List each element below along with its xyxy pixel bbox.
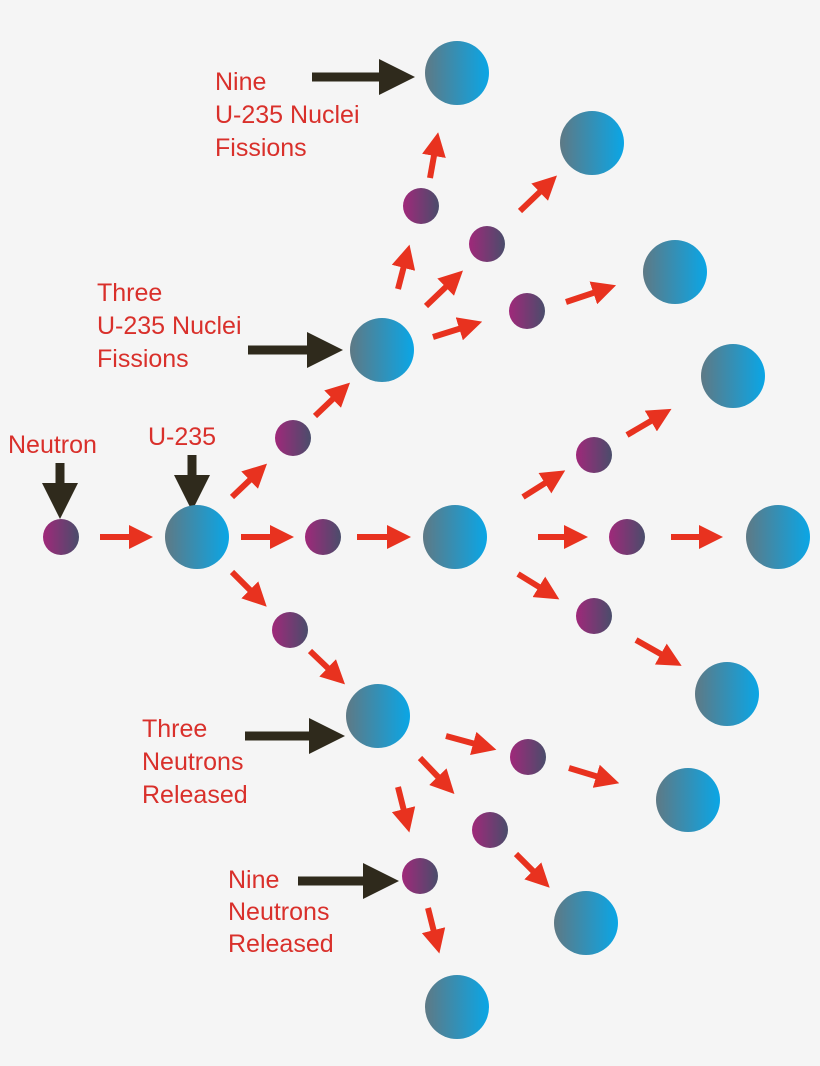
reaction-arrow <box>229 463 268 500</box>
reaction-arrow <box>423 270 463 309</box>
label-three-released-line-2: Neutrons <box>142 748 243 776</box>
reaction-arrow <box>432 317 483 341</box>
labels: Neutron U-235 Three U-235 Nuclei Fission… <box>8 68 360 958</box>
neutron <box>609 519 645 555</box>
nuclei <box>165 41 810 1039</box>
neutron <box>469 226 505 262</box>
reaction-arrow <box>421 907 446 954</box>
reaction-arrow <box>417 755 455 795</box>
neutron <box>576 437 612 473</box>
u235-nucleus <box>165 505 229 569</box>
label-three-fissions-line-2: U-235 Nuclei <box>97 312 242 340</box>
reaction-arrows <box>100 132 723 954</box>
reaction-arrow <box>517 175 557 214</box>
label-neutron: Neutron <box>8 431 97 459</box>
neutron <box>576 598 612 634</box>
neutron <box>403 188 439 224</box>
label-nine-fissions-line-1: Nine <box>215 68 266 96</box>
label-three-released-line-3: Released <box>142 781 248 809</box>
reaction-arrow <box>516 571 560 600</box>
u235-nucleus <box>701 344 765 408</box>
reaction-arrow <box>229 569 267 607</box>
label-nine-released-line-1: Nine <box>228 866 279 894</box>
reaction-arrow <box>445 731 497 755</box>
reaction-arrow <box>625 408 672 438</box>
u235-nucleus <box>425 41 489 105</box>
label-three-released-line-1: Three <box>142 715 207 743</box>
u235-nucleus <box>346 684 410 748</box>
u235-nucleus <box>350 318 414 382</box>
label-nine-fissions-line-2: U-235 Nuclei <box>215 101 360 129</box>
u235-nucleus <box>425 975 489 1039</box>
reaction-arrow <box>568 764 620 788</box>
reaction-arrow <box>391 244 416 290</box>
u235-nucleus <box>423 505 487 569</box>
u235-nucleus <box>643 240 707 304</box>
neutron <box>305 519 341 555</box>
reaction-arrow <box>634 637 682 666</box>
neutron <box>402 858 438 894</box>
reaction-arrow <box>521 470 566 500</box>
reaction-arrow <box>312 382 351 419</box>
neutron <box>43 519 79 555</box>
neutron <box>509 293 545 329</box>
reaction-arrow <box>307 648 346 685</box>
reaction-arrow <box>422 132 446 179</box>
reaction-arrow <box>513 851 550 888</box>
pointer-arrows <box>42 59 415 899</box>
u235-nucleus <box>695 662 759 726</box>
label-u235: U-235 <box>148 423 216 451</box>
neutron <box>275 420 311 456</box>
u235-nucleus <box>746 505 810 569</box>
label-nine-released-line-2: Neutrons <box>228 898 329 926</box>
reaction-arrow <box>391 786 416 833</box>
u235-nucleus <box>554 891 618 955</box>
label-three-fissions-line-1: Three <box>97 279 162 307</box>
neutrons <box>43 188 645 894</box>
u235-nucleus <box>656 768 720 832</box>
label-nine-fissions-line-3: Fissions <box>215 134 307 162</box>
u235-nucleus <box>560 111 624 175</box>
label-three-fissions-line-3: Fissions <box>97 345 189 373</box>
neutron <box>472 812 508 848</box>
reaction-arrow <box>565 281 617 305</box>
neutron <box>510 739 546 775</box>
label-nine-released-line-3: Released <box>228 930 334 958</box>
neutron <box>272 612 308 648</box>
